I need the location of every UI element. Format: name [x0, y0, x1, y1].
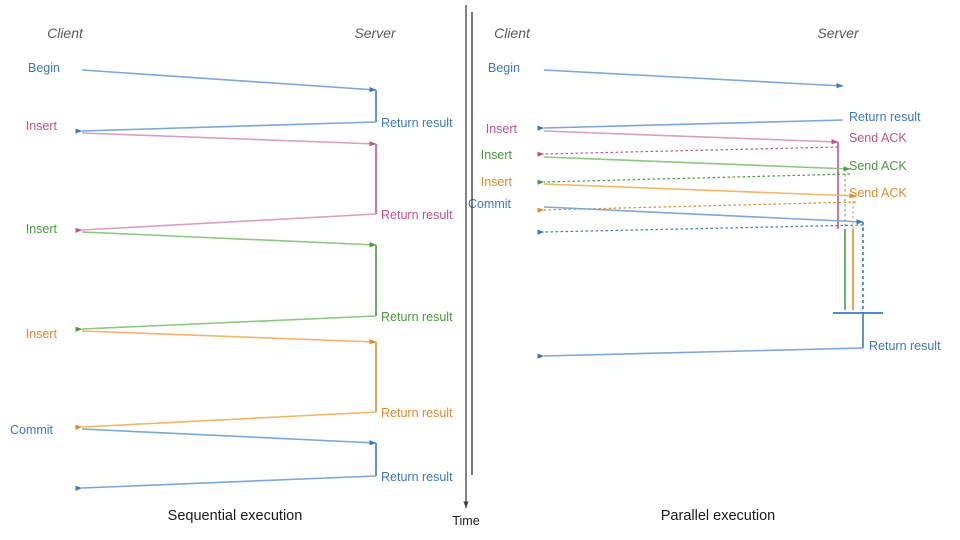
sequential-caption: Sequential execution: [168, 508, 303, 524]
parallel-message-label-5: Send ACK: [849, 159, 907, 173]
sequential-message-label-7: Return result: [381, 406, 453, 420]
sequential-message-arrow-8: [81, 428, 377, 446]
sequential-message-label-5: Return result: [381, 310, 453, 324]
sequential-message-arrow-3: [75, 213, 377, 233]
sequential-message-label-1: Return result: [381, 116, 453, 130]
parallel-message-label-2: Insert: [486, 122, 518, 136]
sequential-message-label-0: Begin: [28, 61, 60, 75]
parallel-caption: Parallel execution: [661, 508, 775, 524]
parallel-client-header: Client: [494, 25, 531, 41]
parallel-message-label-3: Send ACK: [849, 131, 907, 145]
sequential-message-arrow-5: [75, 315, 377, 332]
parallel-server-header: Server: [817, 25, 860, 41]
time-axis-label: Time: [452, 514, 479, 528]
parallel-message-label-10: Return result: [869, 339, 941, 353]
parallel-message-arrow-1: [537, 119, 844, 131]
sequential-message-label-2: Insert: [26, 119, 58, 133]
parallel-message-arrow-3: [537, 146, 839, 157]
sequential-message-arrow-1: [75, 121, 377, 134]
parallel-message-arrow-9: [537, 224, 864, 235]
time-axis-layer: Time: [452, 5, 480, 528]
sequential-message-arrow-6: [81, 330, 377, 345]
sequential-message-arrow-0: [81, 69, 377, 93]
sequential-message-arrow-9: [75, 475, 377, 491]
parallel-message-arrow-2: [543, 130, 839, 145]
parallel-message-arrow-6: [543, 183, 857, 199]
sequential-message-label-3: Return result: [381, 208, 453, 222]
parallel-message-label-4: Insert: [481, 148, 513, 162]
sequential-client-header: Client: [47, 25, 84, 41]
parallel-message-arrow-5: [537, 173, 851, 185]
sequential-message-arrow-4: [81, 231, 377, 248]
sequential-message-label-6: Insert: [26, 327, 58, 341]
parallel-message-arrow-10: [537, 347, 864, 359]
parallel-message-label-7: Send ACK: [849, 186, 907, 200]
parallel-message-arrow-8: [543, 206, 864, 225]
sequential-message-label-8: Commit: [10, 423, 54, 437]
sequential-message-label-9: Return result: [381, 470, 453, 484]
sequential-message-label-4: Insert: [26, 222, 58, 236]
parallel-message-arrow-4: [543, 156, 851, 172]
sequential-server-header: Server: [354, 25, 397, 41]
parallel-message-arrow-0: [543, 69, 844, 89]
sequential-message-arrow-2: [81, 132, 377, 147]
parallel-message-label-6: Insert: [481, 175, 513, 189]
parallel-message-label-8: Commit: [468, 197, 512, 211]
parallel-message-label-0: Begin: [488, 61, 520, 75]
parallel-message-label-1: Return result: [849, 110, 921, 124]
sequential-message-arrow-7: [75, 411, 377, 430]
